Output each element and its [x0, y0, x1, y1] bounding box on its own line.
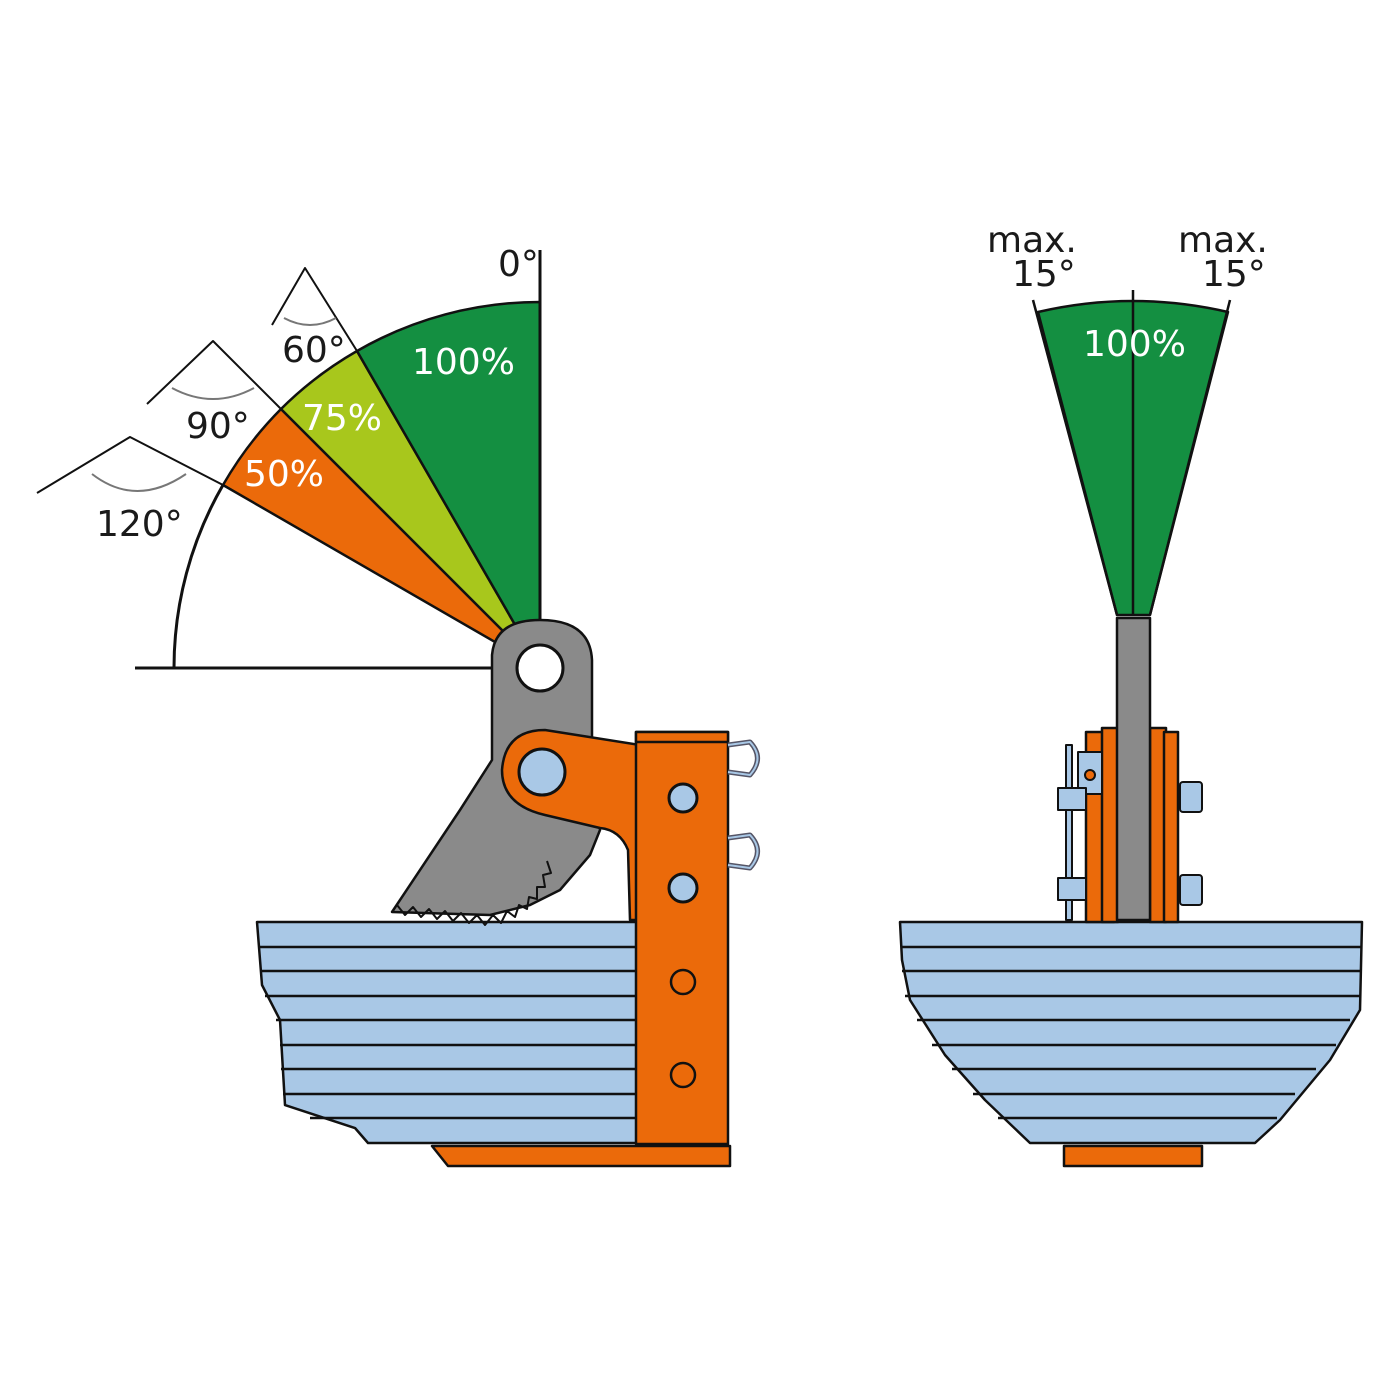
max-left-label: max. — [987, 220, 1077, 261]
side-plate-right — [1162, 730, 1180, 924]
front-view: max. 15° max. 15° 100% — [898, 220, 1364, 1168]
hole — [669, 1061, 697, 1089]
spring-clip-inner — [727, 834, 759, 869]
bolt — [667, 782, 699, 814]
bolt-head — [1179, 781, 1203, 813]
bolt — [667, 872, 699, 904]
serrated-teeth — [396, 860, 552, 926]
angle-label-90: 90° — [186, 406, 250, 447]
angle-label-60: 60° — [282, 330, 346, 371]
zone-75-label: 75% — [302, 398, 382, 439]
angle-marker-120 — [36, 436, 224, 494]
max-left-angle: 15° — [1012, 254, 1076, 295]
spring-clip-inner — [727, 741, 759, 776]
cam-front — [1115, 616, 1152, 922]
max-right-angle: 15° — [1202, 254, 1266, 295]
max-right-label: max. — [1178, 220, 1268, 261]
arc-90 — [172, 484, 540, 670]
gripping-cam — [390, 618, 602, 917]
clamp-body-top — [634, 730, 730, 744]
pivot-pin — [517, 747, 567, 797]
clamp-base-front — [1062, 1144, 1204, 1168]
guide-rod — [1065, 744, 1073, 921]
zero-angle-label: 0° — [498, 244, 539, 285]
bracket — [1057, 787, 1087, 811]
steel-plate-side — [255, 920, 642, 1145]
side-view: 0° 100% 75% 50% 60° 90° 120° — [36, 244, 760, 1168]
max-right-line — [1148, 299, 1232, 616]
lock-pin — [1084, 769, 1096, 781]
zone-100 — [355, 300, 542, 670]
bolt-head — [1179, 874, 1203, 906]
zone-100-label: 100% — [412, 342, 515, 383]
angle-label-120: 120° — [96, 504, 183, 545]
bracket — [1057, 877, 1087, 901]
steel-plate-front — [898, 920, 1364, 1145]
hole — [669, 968, 697, 996]
angle-marker-60 — [271, 267, 358, 352]
max-left-line — [1031, 299, 1119, 616]
zone-100-front-label: 100% — [1083, 324, 1186, 365]
lifting-eye-hole — [515, 643, 565, 693]
zone-50-label: 50% — [244, 454, 324, 495]
side-plate-left-inner — [1100, 726, 1120, 924]
clamp-jaw-base — [430, 1144, 732, 1168]
angle-marker-90 — [146, 340, 282, 410]
